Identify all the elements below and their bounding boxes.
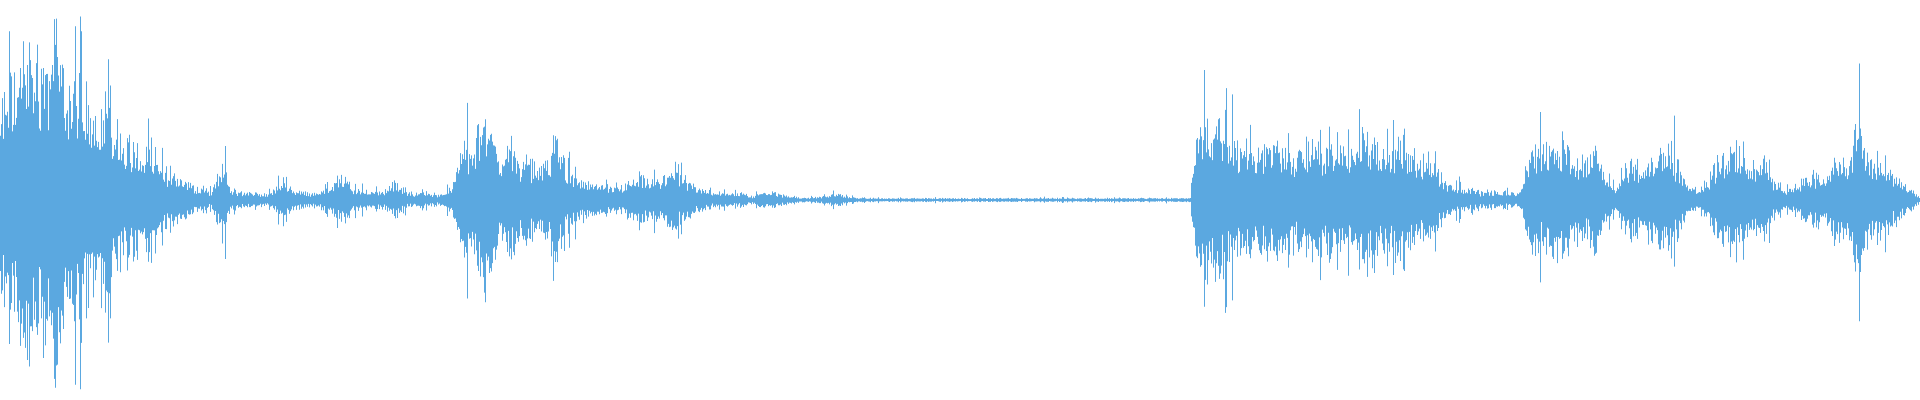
waveform-samples [0,16,1920,390]
